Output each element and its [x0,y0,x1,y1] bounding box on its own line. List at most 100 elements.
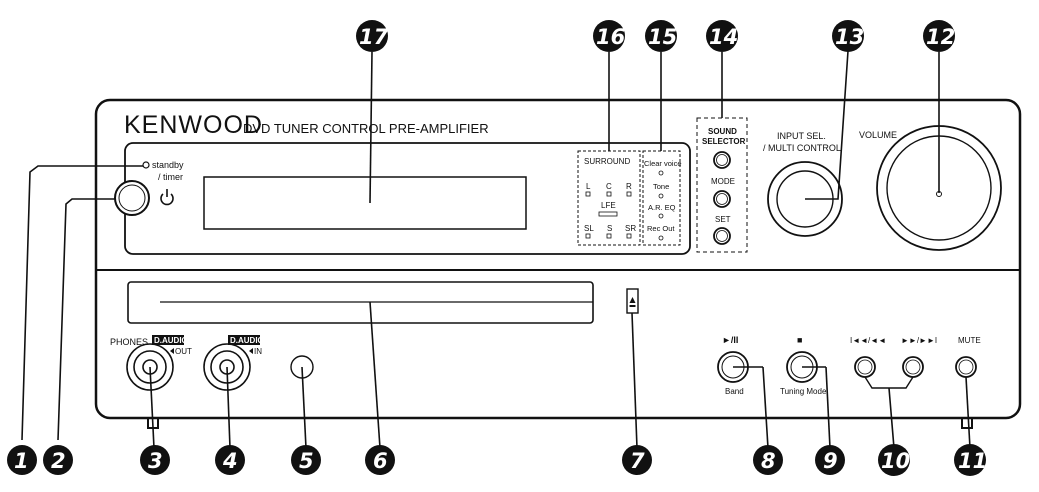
daudio-out-arrow-icon [170,348,174,354]
svg-text:15: 15 [648,25,677,49]
standby-label: standby [152,160,184,170]
daudio-out-badge: D.AUDIO [154,336,188,345]
svg-text:14: 14 [709,25,738,49]
input-sel-label-1: INPUT SEL. [777,131,826,141]
main-display [203,176,527,230]
c-label: C [606,182,612,191]
callout-5: 5 [291,445,321,475]
svg-text:17: 17 [359,25,389,49]
sound-selector-label-1: SOUND [708,127,737,136]
skip-back-button-inner [857,359,873,375]
ar-eq-led [658,213,664,219]
daudio-in-badge: D.AUDIO [230,336,264,345]
leader-lines [21,50,971,449]
callout-1: 1 [7,445,37,475]
s-indicator [606,233,612,239]
c-indicator [606,191,612,197]
svg-text:6: 6 [373,449,388,473]
svg-text:16: 16 [596,25,625,49]
rec-out-label: Rec Out [647,224,675,233]
mode-label: MODE [711,177,735,186]
tuning-mode-label: Tuning Mode [780,387,827,396]
callout-4: 4 [215,445,245,475]
callout-6: 6 [365,445,395,475]
svg-text:9: 9 [823,449,838,473]
callout-3: 3 [140,445,170,475]
surround-label: SURROUND [584,157,630,166]
callout-14: 14 [706,20,738,52]
skip-fwd-label: ►►/►►I [901,336,937,345]
sl-indicator [585,233,591,239]
l-indicator [585,191,591,197]
svg-text:7: 7 [630,449,645,473]
callout-8: 8 [753,445,783,475]
lfe-indicator [598,211,618,217]
svg-text:11: 11 [958,449,987,473]
clear-voice-label: Clear voice [644,159,682,168]
power-button-inner[interactable] [118,184,146,212]
s-label: S [607,224,612,233]
phones-label: PHONES [110,337,148,347]
lfe-label: LFE [601,201,616,210]
callout-2: 2 [43,445,73,475]
daudio-in-arrow-icon [249,348,253,354]
model-name: DVD TUNER CONTROL PRE-AMPLIFIER [243,121,489,136]
daudio-in-badge-bg [228,335,260,345]
callout-12: 12 [923,20,955,52]
skip-fwd-button-inner [905,359,921,375]
clear-voice-led [658,170,664,176]
callout-16: 16 [593,20,625,52]
set-label: SET [715,215,731,224]
svg-text:1: 1 [14,449,29,473]
mode-button-inner [716,193,728,205]
skip-back-label: I◄◄/◄◄ [850,336,886,345]
rec-out-led [658,235,664,241]
eject-icon [629,297,636,307]
audio-indicator-box [642,150,681,246]
sr-indicator [626,233,632,239]
right-foot [961,418,973,429]
input-sel-label-2: / MULTI CONTROL [763,143,841,153]
svg-text:4: 4 [222,449,238,473]
sl-label: SL [584,224,594,233]
callout-15: 15 [645,20,677,52]
callout-13: 13 [832,20,864,52]
svg-text:13: 13 [835,25,864,49]
skip-bracket [864,376,914,389]
callout-9: 9 [815,445,845,475]
chassis [94,98,1022,420]
brand-logo: KENWOOD [124,111,263,139]
standby-led [142,161,150,169]
sound-selector-label-2: SELECTOR [702,137,746,146]
svg-text:2: 2 [51,449,66,473]
callout-11: 11 [954,444,987,476]
callout-17: 17 [356,20,389,52]
sr-label: SR [625,224,636,233]
r-label: R [626,182,632,191]
daudio-out-badge-bg [152,335,184,345]
play-pause-label: ►/II [722,335,738,345]
ar-eq-label: A.R. EQ [648,203,676,212]
tone-label: Tone [653,182,669,191]
daudio-out-label: OUT [175,347,192,356]
set-button-inner [716,230,728,242]
mute-label: MUTE [958,336,981,345]
tone-led [658,193,664,199]
r-indicator [626,191,632,197]
power-icon [160,189,174,206]
callout-7: 7 [622,445,652,475]
callout-10: 10 [878,444,910,476]
svg-text:10: 10 [881,449,910,473]
sound-selector-button-inner [716,154,728,166]
stop-label: ■ [797,335,802,345]
timer-label: / timer [158,172,183,182]
svg-text:12: 12 [926,25,955,49]
mute-button-inner [958,359,974,375]
l-label: L [586,182,591,191]
band-label: Band [725,387,744,396]
daudio-in-label: IN [254,347,262,356]
svg-text:8: 8 [761,449,776,473]
volume-label: VOLUME [859,130,897,140]
svg-text:5: 5 [299,449,314,473]
